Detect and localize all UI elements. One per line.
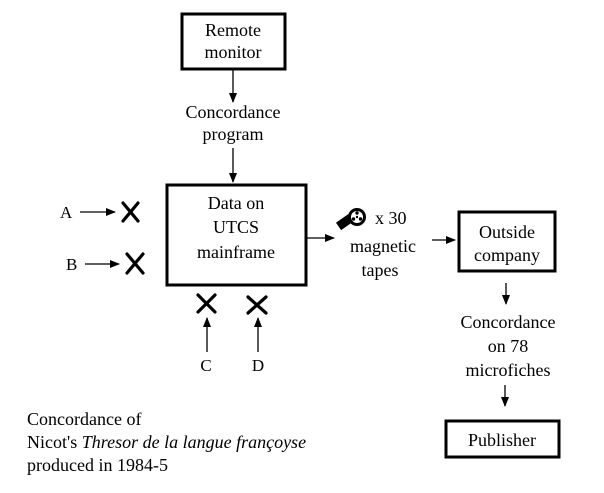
microfiches-label-1: Concordance [461, 312, 556, 332]
cross-icon [125, 252, 145, 275]
cross-icon [121, 201, 140, 223]
publisher-label: Publisher [468, 430, 536, 450]
input-a-label: A [60, 203, 73, 222]
film-reel-icon [335, 208, 366, 231]
input-d: D [246, 295, 268, 375]
caption-title: Thresor de la langue françoyse [82, 432, 306, 452]
caption-line-2-prefix: Nicot's [27, 432, 82, 452]
concordance-program-node: Concordance program [186, 102, 281, 144]
publisher-node: Publisher [444, 419, 561, 459]
cross-icon [196, 293, 217, 314]
outside-company-node: Outside company [457, 210, 557, 273]
microfiches-node: Concordance on 78 microfiches [461, 312, 556, 380]
magnetic-tapes-node: x 30 magnetic tapes [335, 208, 416, 280]
tapes-label-2: tapes [362, 260, 399, 280]
cross-icon [246, 295, 268, 315]
outside-company-label-1: Outside [479, 222, 535, 242]
mainframe-label-2: UTCS [213, 217, 259, 237]
concordance-program-label-2: program [203, 124, 264, 144]
input-c: C [196, 293, 217, 375]
mainframe-node: Data on UTCS mainframe [165, 183, 308, 287]
caption-line-3: produced in 1984-5 [27, 455, 168, 475]
input-b: B [66, 252, 145, 275]
caption-line-1: Concordance of [27, 409, 141, 429]
caption-line-2: Nicot's Thresor de la langue françoyse [27, 432, 306, 452]
input-c-label: C [200, 356, 211, 375]
tapes-label-1: magnetic [350, 236, 416, 256]
remote-monitor-label-1: Remote [205, 20, 261, 40]
outside-company-label-2: company [474, 245, 540, 265]
tapes-count: x 30 [375, 208, 407, 228]
caption: Concordance of Nicot's Thresor de la lan… [27, 409, 306, 475]
input-a: A [60, 201, 140, 223]
input-b-label: B [66, 255, 77, 274]
remote-monitor-label-2: monitor [205, 42, 262, 62]
microfiches-label-2: on 78 [488, 336, 529, 356]
mainframe-label-3: mainframe [197, 242, 275, 262]
microfiches-label-3: microfiches [466, 360, 551, 380]
input-d-label: D [252, 356, 264, 375]
mainframe-label-1: Data on [208, 193, 264, 213]
concordance-program-label-1: Concordance [186, 102, 281, 122]
remote-monitor-node: Remote monitor [180, 12, 287, 71]
